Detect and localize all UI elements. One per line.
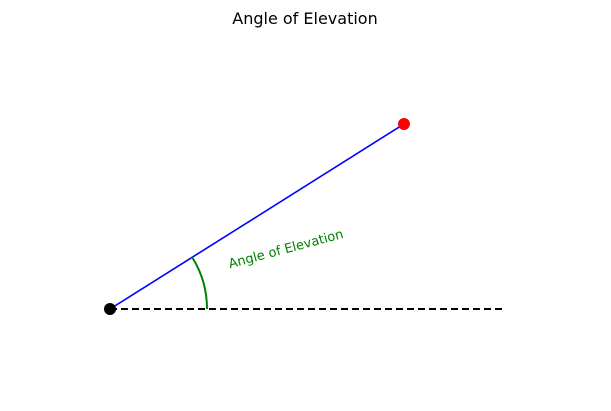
angle-arc <box>191 256 209 310</box>
angle-label: Angle of Elevation <box>227 227 345 272</box>
line-of-sight <box>109 123 405 310</box>
observer-point <box>104 303 116 315</box>
diagram-title: Angle of Elevation <box>232 9 377 28</box>
target-point <box>398 118 410 130</box>
